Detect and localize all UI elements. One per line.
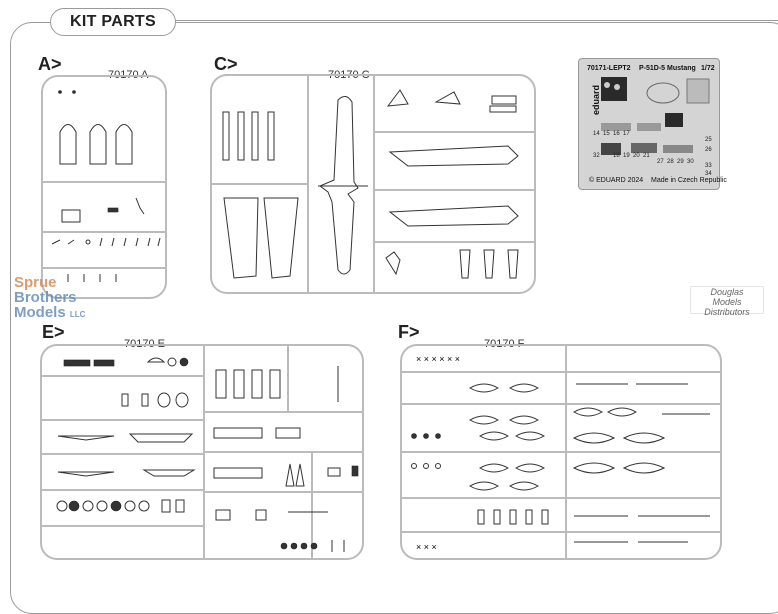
sprue-f: × × × × × × × × × xyxy=(400,344,722,560)
etch-part-number: 18 xyxy=(613,153,620,159)
small-parts-row xyxy=(51,237,161,247)
header-rule xyxy=(174,20,778,21)
svg-text:× × ×: × × × xyxy=(416,542,437,552)
seat-parts xyxy=(121,392,189,408)
wing-halves xyxy=(223,197,299,279)
bomb-parts xyxy=(572,407,666,474)
etch-origin: Made in Czech Republic xyxy=(651,177,727,184)
etch-part-number: 20 xyxy=(633,153,640,159)
rocket-parts xyxy=(574,383,710,543)
distributor-logo: Douglas Models Distributors xyxy=(690,286,764,317)
etch-part-number: 32 xyxy=(593,153,600,159)
page-title: KIT PARTS xyxy=(50,8,176,36)
etch-part-number: 34 xyxy=(705,171,712,177)
etch-part-number: 30 xyxy=(687,159,694,165)
sprue-brothers-watermark: Sprue Brothers Models LLC xyxy=(14,275,85,322)
wing-strut-parts xyxy=(222,111,275,161)
distributor-line: Models xyxy=(712,297,742,307)
section-f-label: F> xyxy=(398,322,420,342)
etch-part-number: 25 xyxy=(705,137,712,143)
section-a-label: A> xyxy=(38,54,62,74)
etch-part-number: 15 xyxy=(603,131,610,137)
etch-scale: 1/72 xyxy=(701,65,715,72)
drop-tank-halves xyxy=(468,383,546,491)
etch-title: P-51D-5 Mustang xyxy=(639,65,696,72)
etch-part-number: 27 xyxy=(657,159,664,165)
rudder-parts xyxy=(385,249,519,279)
fuselage-halves-long xyxy=(388,145,519,227)
etch-parts xyxy=(601,77,710,155)
wheel-parts xyxy=(56,499,185,513)
etch-part-number: 28 xyxy=(667,159,674,165)
sprue-c xyxy=(210,74,536,294)
photo-etch-fret: 70171-LEPT2 P-51D-5 Mustang 1/72 eduard … xyxy=(578,58,727,190)
etch-part-number: 21 xyxy=(643,153,650,159)
sprue-a xyxy=(41,75,167,299)
x-marks: × × × × × × × × × xyxy=(416,354,460,552)
watermark-line: Brothers xyxy=(14,289,77,306)
distributor-line: Distributors xyxy=(704,307,750,317)
canopy-parts xyxy=(59,124,133,165)
etch-part-number: 33 xyxy=(705,163,712,169)
section-e-label: E> xyxy=(42,322,65,342)
etch-part-number: 17 xyxy=(623,131,630,137)
etch-part-number: 26 xyxy=(705,147,712,153)
tail-parts xyxy=(386,89,517,113)
sprue-e xyxy=(40,344,364,560)
etch-part-number: 29 xyxy=(677,159,684,165)
watermark-line: Models xyxy=(14,304,66,321)
cockpit-parts xyxy=(63,357,189,367)
fuselage-half xyxy=(318,96,368,275)
etch-part-number: 16 xyxy=(613,131,620,137)
section-c-label: C> xyxy=(214,54,238,74)
etch-copyright: © EDUARD 2024 xyxy=(589,177,644,184)
etch-part-number: 14 xyxy=(593,131,600,137)
distributor-line: Douglas xyxy=(710,287,744,297)
svg-text:× × × × × ×: × × × × × × xyxy=(416,354,460,364)
etch-code: 70171-LEPT2 xyxy=(587,65,631,72)
cockpit-floor-parts xyxy=(215,369,281,399)
watermark-suffix: LLC xyxy=(69,310,86,319)
watermark-line: Sprue xyxy=(14,274,57,291)
small-fittings xyxy=(411,433,549,525)
etch-part-number: 19 xyxy=(623,153,630,159)
